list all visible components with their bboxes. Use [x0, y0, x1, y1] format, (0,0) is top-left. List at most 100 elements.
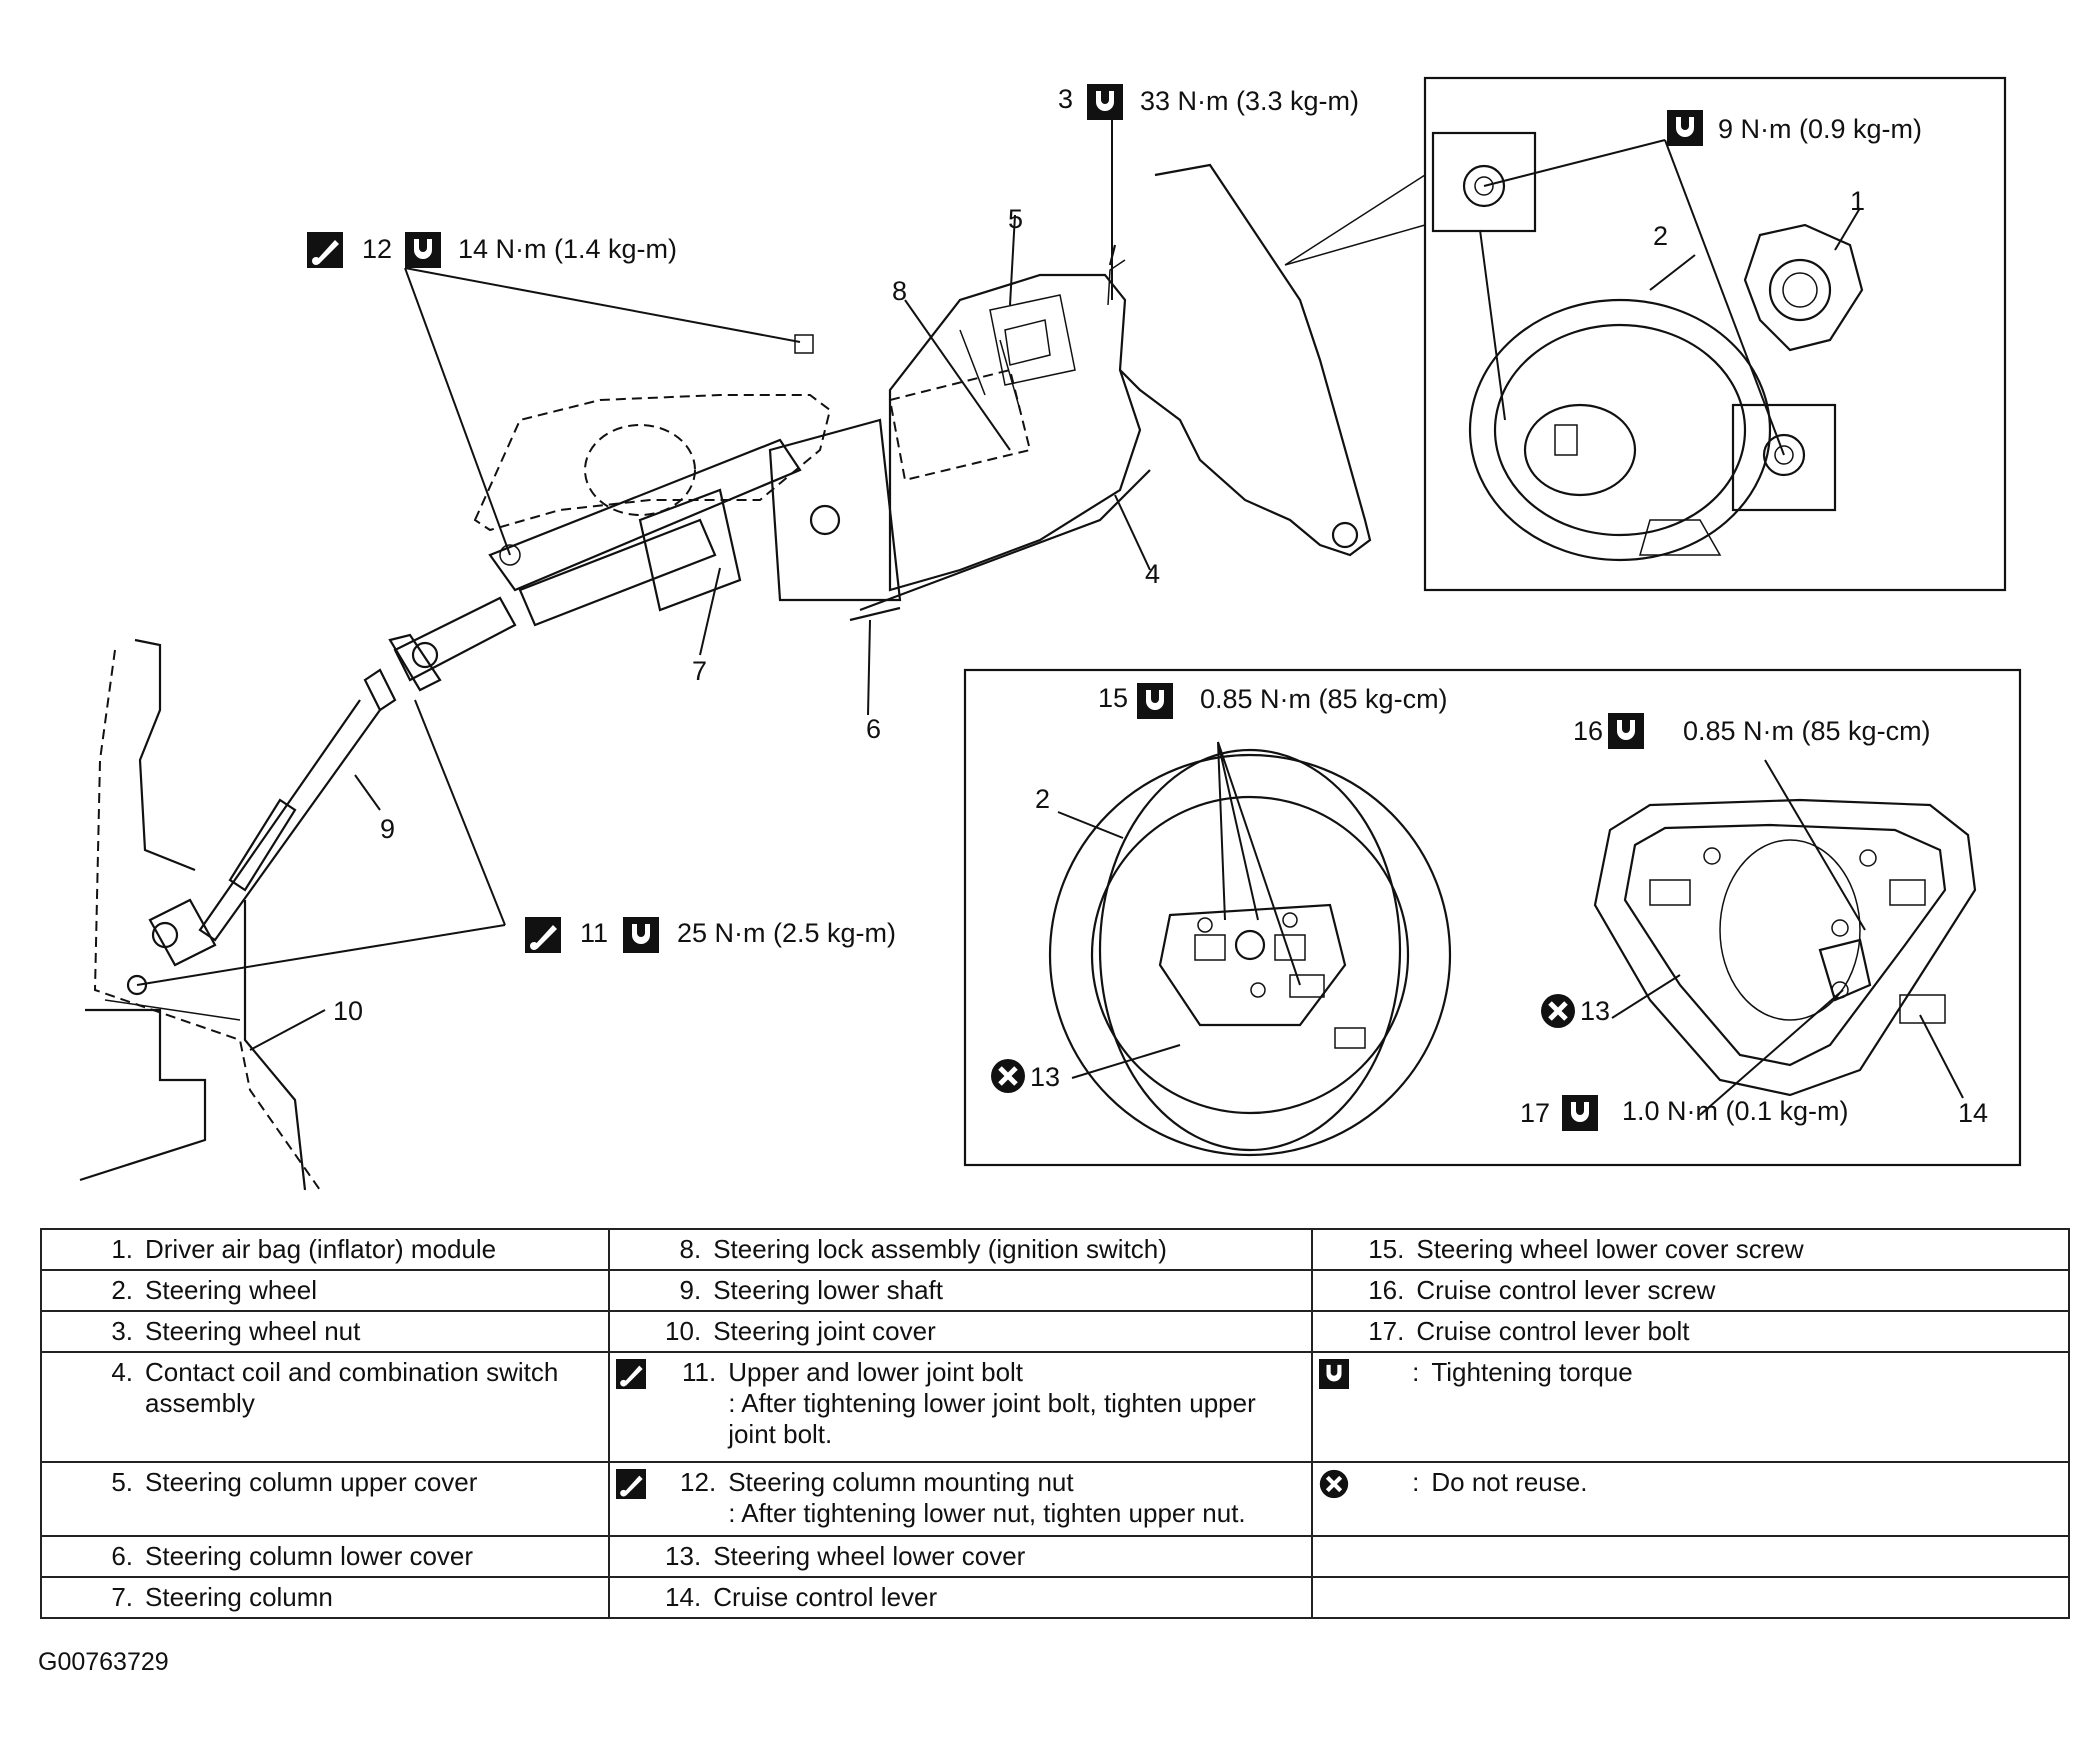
legend-item-number: 4. [111, 1357, 133, 1387]
legend-item-number: 10. [665, 1316, 702, 1346]
legend-item-text: Steering joint cover [713, 1316, 936, 1346]
steering-column-diagram: 3 33 N·m (3.3 kg-m) 12 14 N·m (1.4 kg-m)… [79, 76, 2022, 1191]
wrench-icon [1137, 683, 1173, 719]
legend-item: 16. Cruise control lever screw [1319, 1275, 2062, 1306]
callout-12-torque: 14 N·m (1.4 kg-m) [458, 234, 677, 264]
legend-cell: 12.Steering column mounting nut: After t… [608, 1461, 1314, 1537]
part-9-number: 9 [380, 814, 395, 844]
part-8-number: 8 [892, 276, 907, 306]
callout-15-number: 15 [1098, 683, 1128, 713]
no-reuse-icon [991, 1059, 1025, 1093]
legend-cell: 8. Steering lock assembly (ignition switc… [608, 1228, 1314, 1271]
legend-item-number: 13. [665, 1541, 702, 1571]
legend-item-number: 1. [111, 1234, 133, 1264]
wrench-icon [1562, 1095, 1598, 1131]
wrench-icon [1667, 110, 1703, 146]
legend-item: 8. Steering lock assembly (ignition switc… [616, 1234, 1305, 1265]
part-6-number: 6 [866, 714, 881, 744]
wrench-icon [623, 917, 659, 953]
legend-item-text: Steering column [145, 1582, 333, 1612]
lower-cover-inset [963, 668, 2022, 1167]
legend-item-text: Upper and lower joint bolt [728, 1357, 1024, 1387]
legend-item-number: 8. [679, 1234, 702, 1264]
legend-item-number: 15. [1368, 1234, 1405, 1264]
callout-17-torque: 1.0 N·m (0.1 kg-m) [1622, 1096, 1849, 1126]
legend-item: 13.Steering wheel lower cover [616, 1541, 1305, 1572]
legend-item-number: : [1412, 1467, 1420, 1497]
legend-item: 1.Driver air bag (inflator) module [48, 1234, 602, 1265]
legend-item-note: : After tightening lower nut, tighten up… [728, 1498, 1246, 1528]
torque-callout-12: 12 14 N·m (1.4 kg-m) [307, 232, 677, 268]
legend-item-text: Cruise control lever bolt [1416, 1316, 1690, 1346]
callout-11-number: 11 [580, 918, 608, 948]
legend-cell: 5.Steering column upper cover [39, 1461, 611, 1537]
legend-item-text: Contact coil and combination switch asse… [145, 1357, 559, 1418]
legend-item-text: Do not reuse. [1431, 1467, 1588, 1497]
legend-cell: : Do not reuse. [1311, 1461, 2070, 1537]
legend-item-number: 16. [1368, 1275, 1405, 1305]
part-7-number: 7 [692, 656, 707, 686]
wrench-icon [405, 232, 441, 268]
callout-3-number: 3 [1058, 84, 1073, 114]
legend-item-note: : After tightening lower joint bolt, tig… [728, 1388, 1256, 1449]
legend-item-text: Steering lock assembly (ignition switch) [713, 1234, 1167, 1264]
legend-cell: 1.Driver air bag (inflator) module [39, 1228, 611, 1271]
legend-cell: 6.Steering column lower cover [39, 1535, 611, 1578]
legend-cell: 13.Steering wheel lower cover [608, 1535, 1314, 1578]
no-reuse-icon [1541, 994, 1575, 1028]
legend-cell: 4. Contact coil and combination switch as… [39, 1351, 611, 1463]
torque-callout-inset: 9 N·m (0.9 kg-m) [1667, 110, 1922, 146]
legend-item: 7. Steering column [48, 1582, 602, 1613]
legend-item-text: Steering wheel [145, 1275, 317, 1305]
legend-item: 14.Cruise control lever [616, 1582, 1305, 1613]
legend-item-number: 17. [1368, 1316, 1405, 1346]
part-1-number: 1 [1850, 186, 1865, 216]
legend-item-text: Steering wheel lower cover screw [1416, 1234, 1804, 1264]
legend-item-number: 7. [111, 1582, 133, 1612]
part-13b-number: 13 [1580, 996, 1610, 1026]
legend-item-number: 9. [679, 1275, 702, 1305]
legend-item-text: Cruise control lever [713, 1582, 938, 1612]
legend-cell: 15. Steering wheel lower cover screw [1311, 1228, 2070, 1271]
grease-icon [525, 917, 561, 953]
legend-cell: 7. Steering column [39, 1576, 611, 1619]
callout-16-number: 16 [1573, 716, 1603, 746]
legend-item-text: Tightening torque [1431, 1357, 1633, 1387]
legend-cell: 14.Cruise control lever [608, 1576, 1314, 1619]
no-reuse-icon [1319, 1467, 1359, 1499]
legend-item: 5.Steering column upper cover [48, 1467, 602, 1498]
legend-item: 2.Steering wheel [48, 1275, 602, 1306]
callout-16-torque: 0.85 N·m (85 kg-cm) [1683, 716, 1931, 746]
legend-item-text: Steering column mounting nut [728, 1467, 1074, 1497]
legend-cell: 9. Steering lower shaft [608, 1269, 1314, 1312]
airbag-inset [1284, 76, 2007, 592]
inset-torque: 9 N·m (0.9 kg-m) [1718, 114, 1922, 144]
legend-cell [1311, 1535, 2070, 1578]
part-2b-number: 2 [1035, 784, 1050, 814]
legend-item-text: Cruise control lever screw [1416, 1275, 1716, 1305]
legend-item: 17. Cruise control lever bolt [1319, 1316, 2062, 1347]
part-2a-number: 2 [1653, 221, 1668, 251]
legend-item-number: 11. [681, 1357, 717, 1387]
callout-15-torque: 0.85 N·m (85 kg-cm) [1200, 684, 1448, 714]
legend-item-number: 6. [111, 1541, 133, 1571]
legend-item: : Do not reuse. [1319, 1467, 2062, 1499]
grease-icon [616, 1467, 656, 1529]
noreuse-callout-13b: 13 [1541, 994, 1610, 1028]
torque-callout-11: 11 25 N·m (2.5 kg-m) [525, 917, 896, 953]
legend-item-number: : [1412, 1357, 1420, 1387]
steering-column-assembly [79, 163, 1372, 1191]
grease-icon [307, 232, 343, 268]
legend-item: 4. Contact coil and combination switch as… [48, 1357, 602, 1419]
part-14-number: 14 [1958, 1098, 1988, 1128]
legend-cell: 10. Steering joint cover [608, 1310, 1314, 1353]
wrench-icon [1087, 84, 1123, 120]
legend-item: 11. Upper and lower joint bolt: After tig… [616, 1357, 1305, 1450]
legend-cell: 2.Steering wheel [39, 1269, 611, 1312]
noreuse-callout-13a: 13 [991, 1059, 1060, 1093]
callout-12-number: 12 [362, 234, 392, 264]
legend-item: 3.Steering wheel nut [48, 1316, 602, 1347]
part-10-number: 10 [333, 996, 363, 1026]
legend-item-text: Steering lower shaft [713, 1275, 943, 1305]
legend-cell: 3.Steering wheel nut [39, 1310, 611, 1353]
